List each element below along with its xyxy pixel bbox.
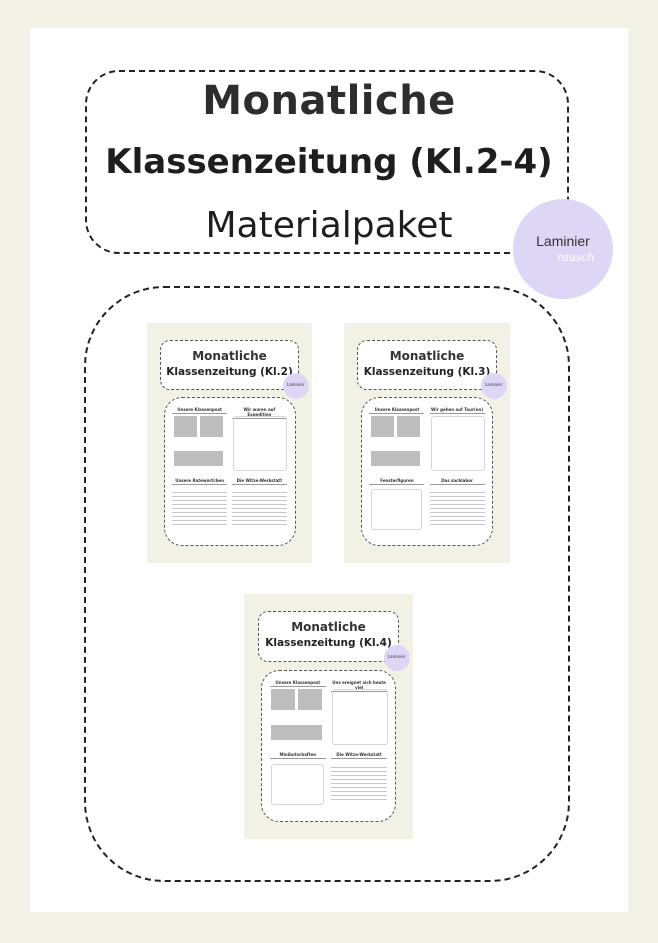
- drawing-area: [430, 416, 486, 471]
- writing-lines: [172, 489, 227, 528]
- thumbnail-subtitle: Klassenzeitung (Kl.3): [363, 365, 491, 378]
- corner-mark: a: [88, 258, 99, 276]
- thumbnail-logo: Laminier: [480, 373, 507, 400]
- thumbnail-header: Monatliche Klassenzeitung (Kl.2): [160, 339, 299, 390]
- thumbnail-title: Monatliche: [192, 348, 267, 363]
- section-label: Unsere Klassenpost: [269, 680, 326, 687]
- section-label: Wir gehen auf Tour(en): [429, 407, 485, 415]
- thumbnail-logo: Laminier: [282, 373, 309, 400]
- thumbnail-logo-text: Laminier: [387, 654, 406, 660]
- drawing-area: [332, 688, 388, 745]
- thumbnail-body: Unsere Klassenpost Wir waren auf Expedit…: [163, 397, 296, 547]
- thumbnail-kl4: Monatliche Klassenzeitung (Kl.4) Laminie…: [244, 594, 413, 839]
- section-label: Wir waren auf Expedition: [232, 407, 287, 420]
- thumbnail-kl3: Monatliche Klassenzeitung (Kl.3) Laminie…: [344, 323, 510, 563]
- text-block: [297, 688, 322, 710]
- section-label: Unsere Klassenpost: [369, 407, 425, 415]
- text-block: [370, 451, 421, 466]
- thumbnail-header: Monatliche Klassenzeitung (Kl.3): [357, 339, 497, 390]
- text-block: [173, 416, 197, 437]
- thumbnail-kl2: Monatliche Klassenzeitung (Kl.2) Laminie…: [147, 323, 312, 563]
- thumbnail-subtitle: Klassenzeitung (Kl.4): [265, 637, 392, 650]
- section-label: Die Witze-Werkstatt: [232, 478, 287, 485]
- cover-subtitle: Klassenzeitung (Kl.2-4): [105, 142, 553, 182]
- text-block: [396, 416, 421, 437]
- drawing-area: [233, 416, 288, 471]
- cover-tagline: Materialpaket: [205, 205, 453, 246]
- text-block: [199, 416, 223, 437]
- logo-text-main: Laminier: [536, 233, 590, 249]
- drawing-area: [370, 489, 423, 530]
- thumbnail-body: Unsere Klassenpost Uns ereignet sich heu…: [260, 669, 397, 822]
- thumbnail-logo-text: Laminier: [286, 382, 305, 388]
- text-block: [271, 688, 296, 710]
- section-label: Unsere Klassenpost: [172, 407, 227, 415]
- writing-lines: [331, 763, 388, 803]
- logo-text-script: rausch: [557, 251, 595, 264]
- text-block: [271, 724, 322, 740]
- thumbnail-subtitle: Klassenzeitung (Kl.2): [166, 365, 293, 378]
- thumbnail-title: Monatliche: [291, 620, 366, 635]
- title-box: [85, 70, 569, 254]
- thumbnail-body: Unsere Klassenpost Wir gehen auf Tour(en…: [360, 397, 494, 547]
- section-label: Minibotschaften: [269, 752, 326, 759]
- writing-lines: [429, 489, 485, 528]
- text-block: [370, 416, 395, 437]
- section-label: Uns ereignet sich heute viel: [331, 679, 388, 692]
- thumbnail-logo-text: Laminier: [484, 382, 503, 388]
- section-label: Unsere Ratewörtchen: [172, 478, 227, 485]
- text-block: [173, 451, 223, 466]
- thumbnail-header: Monatliche Klassenzeitung (Kl.4): [257, 611, 400, 663]
- section-label: Fensterfiguren: [369, 478, 425, 485]
- drawing-area: [271, 763, 324, 805]
- thumbnail-logo: Laminier: [383, 645, 410, 672]
- section-label: Die Witze-Werkstatt: [331, 752, 388, 759]
- section-label: Das sachlabor: [429, 478, 485, 485]
- thumbnail-title: Monatliche: [389, 348, 465, 363]
- writing-lines: [232, 489, 287, 528]
- brand-logo: Laminier rausch: [513, 199, 613, 299]
- cover-title: Monatliche: [202, 78, 456, 124]
